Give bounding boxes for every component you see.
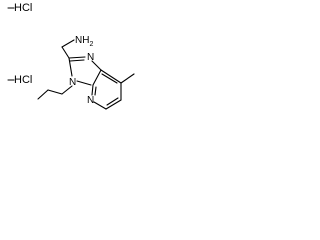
n3-c3a-bond: [91, 60, 102, 71]
molecule-drawing: HCl HCl NH2 N N N: [7, 2, 135, 110]
c7a-n4-double-bond: [94, 86, 97, 96]
c2-n1-bond: [68, 57, 73, 77]
c5-c6-bond: [105, 99, 122, 110]
methyl-bond: [120, 73, 135, 84]
amine-label: NH2: [75, 35, 93, 48]
hcl-label-top: HCl: [14, 2, 32, 14]
n1-c7a-bond: [76, 80, 92, 86]
structure-canvas: HCl HCl NH2 N N N: [0, 0, 152, 121]
pyridine-n: N: [87, 95, 94, 106]
n4-c5-bond: [93, 101, 107, 110]
c7a-n4-bond: [91, 84, 94, 96]
propyl-bond-2: [47, 89, 63, 95]
propyl-bond-3: [37, 89, 49, 100]
c5-c6-double-bond: [106, 97, 119, 106]
ch2-c2-bond: [61, 46, 70, 59]
c3a-c7a-bond: [92, 69, 102, 86]
imidazole-n-bottom: N: [69, 77, 76, 88]
nh2-ch2-bond: [61, 39, 75, 48]
c7-c3a-double-bond: [101, 73, 118, 84]
c2-n3-bond: [68, 56, 86, 59]
c2-n3-double-bond: [69, 59, 85, 62]
propyl-bond-1: [61, 85, 73, 95]
c7-c3a-bond: [100, 69, 122, 84]
imidazole-n-top: N: [87, 52, 94, 63]
hcl-label-bottom: HCl: [14, 74, 32, 86]
